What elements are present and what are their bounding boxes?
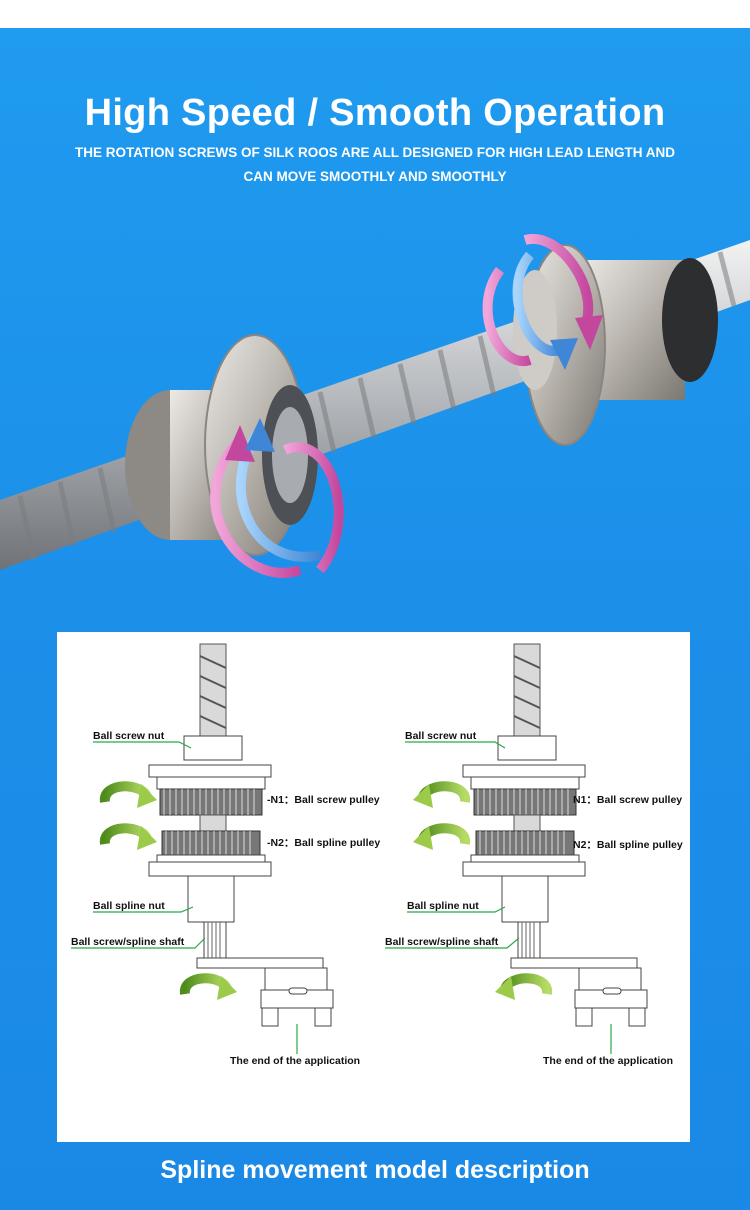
right-assembly xyxy=(462,643,648,1027)
left-n2-rotation-arrow-icon xyxy=(100,823,157,850)
subtitle-line-1: THE ROTATION SCREWS OF SILK ROOS ARE ALL… xyxy=(74,145,675,160)
left-n1-pulley xyxy=(159,788,263,816)
right-ball-spline-nut-label: Ball spline nut xyxy=(407,900,479,912)
left-flange-nut xyxy=(125,334,318,556)
subtitle-line-2: CAN MOVE SMOOTHLY AND SMOOTHLY xyxy=(243,169,507,184)
right-output-rotation-arrow-icon xyxy=(495,973,552,1000)
leader-lines xyxy=(71,741,612,1054)
rotation-arrows-right xyxy=(482,233,603,370)
spline-diagram-panel: Ball screw nut -N1：Ball screw pulley -N2… xyxy=(57,632,690,1142)
left-ball-spline-nut-label: Ball spline nut xyxy=(93,900,165,912)
left-shaft-label: Ball screw/spline shaft xyxy=(71,936,185,948)
right-n2-label: N2：Ball spline pulley xyxy=(573,839,683,851)
right-shaft-label: Ball screw/spline shaft xyxy=(385,936,499,948)
right-n2-rotation-arrow-icon xyxy=(413,823,470,850)
rotation-arrows-left xyxy=(210,418,344,578)
page-title: High Speed / Smooth Operation xyxy=(84,92,666,134)
right-ball-screw-nut-label: Ball screw nut xyxy=(405,730,477,742)
left-application-end-label: The end of the application xyxy=(230,1055,360,1067)
left-n2-label: -N2：Ball spline pulley xyxy=(267,837,380,849)
right-n2-pulley xyxy=(475,830,575,856)
footer-caption: Spline movement model description xyxy=(160,1156,590,1184)
left-output-rotation-arrow-icon xyxy=(180,973,237,1000)
left-ball-screw-nut-label: Ball screw nut xyxy=(93,730,165,742)
left-n1-label: -N1：Ball screw pulley xyxy=(267,794,380,806)
right-n1-label: N1：Ball screw pulley xyxy=(573,794,682,806)
left-assembly xyxy=(148,643,334,1027)
ball-screw-hero-image xyxy=(0,233,750,578)
left-n2-pulley xyxy=(161,830,261,856)
spline-diagram: Ball screw nut -N1：Ball screw pulley -N2… xyxy=(71,643,683,1067)
left-screw-shaft xyxy=(199,643,227,737)
left-n1-rotation-arrow-icon xyxy=(100,781,157,808)
right-application-end-label: The end of the application xyxy=(543,1055,673,1067)
right-screw-shaft xyxy=(513,643,541,737)
right-n1-rotation-arrow-icon xyxy=(413,781,470,808)
right-n1-pulley xyxy=(473,788,577,816)
